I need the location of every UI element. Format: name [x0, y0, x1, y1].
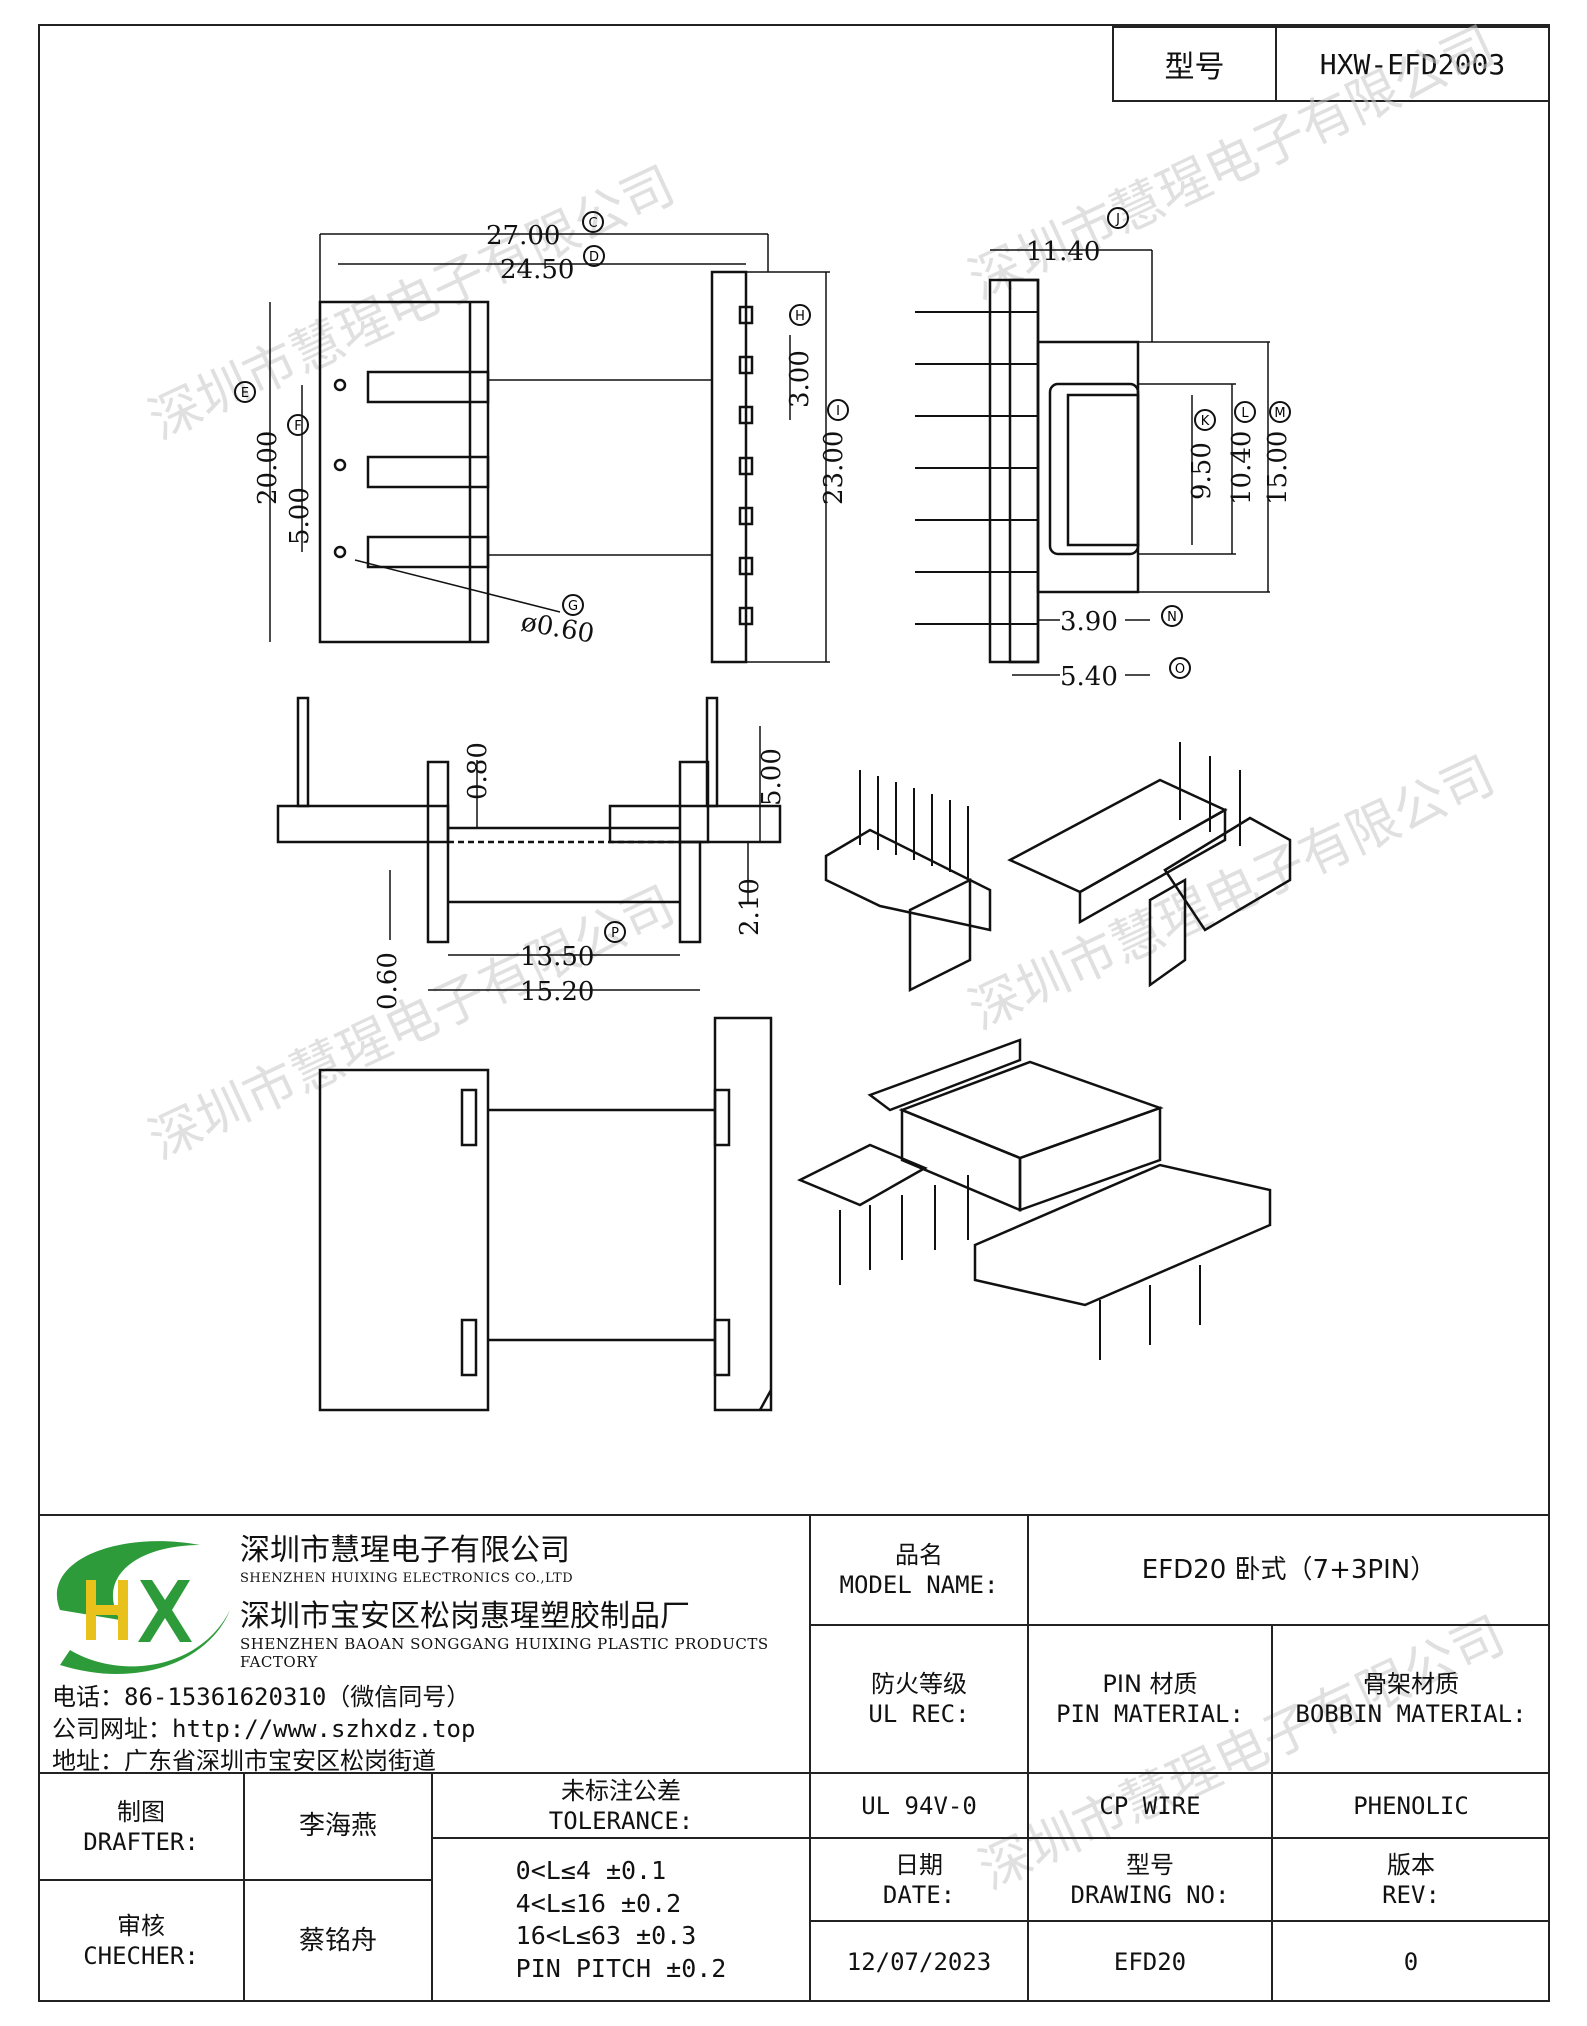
circle-mark: C — [588, 216, 597, 231]
circle-mark: O — [1175, 662, 1185, 677]
circle-mark: L — [1241, 406, 1249, 421]
factory-name-en: SHENZHEN BAOAN SONGGANG HUIXING PLASTIC … — [240, 1635, 769, 1671]
dim-20: 20.00 — [253, 431, 283, 505]
rev-value: 0 — [1403, 1947, 1419, 1976]
dim-5-front: 5.00 — [757, 748, 787, 806]
dim-5-4: 5.40 — [1060, 662, 1118, 692]
dim-11-4: 11.40 — [1026, 237, 1100, 267]
company-phone: 电话：86-15361620310（微信同号） — [52, 1683, 471, 1711]
bottom-view — [318, 1016, 773, 1412]
drafter-value: 李海燕 — [298, 1811, 377, 1842]
dim-2-1: 2.10 — [735, 878, 765, 936]
circle-mark: P — [611, 926, 619, 941]
circle-mark: N — [1167, 610, 1177, 625]
rev-label: 版本 REV: — [1382, 1850, 1440, 1909]
tolerance-line: 0<L≤4 ±0.1 — [515, 1856, 667, 1885]
drafter-label: 制图 DRAFTER: — [83, 1797, 199, 1856]
isometric-view-bottom — [796, 1038, 1272, 1360]
circle-mark: D — [589, 250, 599, 265]
dim-0-8: 0.80 — [463, 742, 493, 800]
company-name-cn: 深圳市慧瑆电子有限公司 — [240, 1533, 570, 1568]
dim-3-9: 3.90 — [1060, 607, 1118, 637]
ul-rec-label: 防火等级 UL REC: — [868, 1670, 970, 1728]
pin-material-label: PIN 材质 PIN MATERIAL: — [1056, 1670, 1244, 1728]
circle-mark: G — [568, 599, 578, 614]
ul-rec-value: UL 94V-0 — [861, 1791, 977, 1820]
dim-pin-dia: ø0.60 — [519, 607, 597, 649]
watermark-1: 深圳市慧瑆电子有限公司 — [140, 156, 684, 452]
dim-10-4: 10.40 — [1227, 431, 1257, 505]
circle-mark: E — [241, 386, 249, 401]
bobbin-material-value: PHENOLIC — [1353, 1791, 1469, 1820]
pin-material-value: CP WIRE — [1099, 1791, 1201, 1820]
circle-mark: H — [795, 309, 805, 324]
model-name-label: 品名 MODEL NAME: — [839, 1541, 999, 1599]
watermark-3: 深圳市慧瑆电子有限公司 — [140, 876, 684, 1172]
title-box: 型号 HXW-EFD2003 — [1112, 26, 1550, 102]
dim-24-5: 24.50 — [500, 255, 574, 285]
tolerance-label: 未标注公差 TOLERANCE: — [548, 1776, 694, 1835]
tolerance-line: PIN PITCH ±0.2 — [515, 1953, 727, 1983]
isometric-view-top — [824, 742, 1292, 993]
factory-name-cn: 深圳市宝安区松岗惠瑆塑胶制品厂 — [240, 1599, 690, 1634]
circle-mark: M — [1274, 406, 1285, 421]
tolerance-line: 16<L≤63 ±0.3 — [515, 1921, 697, 1950]
dim-3: 3.00 — [785, 350, 815, 408]
model-name-value: EFD20 卧式（7+3PIN） — [1141, 1554, 1437, 1585]
watermark-4: 深圳市慧瑆电子有限公司 — [960, 746, 1504, 1042]
dimension-labels: 27.00 24.50 20.00 5.00 ø0.60 3.00 23.00 … — [253, 221, 1293, 1010]
dim-27: 27.00 — [486, 221, 560, 251]
company-address: 地址：广东省深圳市宝安区松岗街道 — [52, 1747, 436, 1775]
tolerance-line: 4<L≤16 ±0.2 — [515, 1888, 682, 1918]
front-view — [276, 696, 782, 991]
watermark-2: 深圳市慧瑆电子有限公司 — [960, 16, 1504, 312]
company-logo — [56, 1541, 230, 1674]
drawing-no-label: 型号 DRAWING NO: — [1070, 1850, 1230, 1909]
dim-13-5: 13.50 — [520, 942, 594, 972]
top-view — [269, 233, 830, 664]
date-label: 日期 DATE: — [882, 1850, 956, 1909]
title-label: 型号 — [1114, 28, 1277, 100]
title-block-grid — [38, 1514, 1550, 2002]
company-info: 深圳市慧瑆电子有限公司 SHENZHEN HUIXING ELECTRONICS… — [40, 1515, 810, 1775]
drawing-sheet-border — [38, 24, 1550, 2002]
dim-5: 5.00 — [285, 487, 315, 545]
dim-23: 23.00 — [819, 431, 849, 505]
date-value: 12/07/2023 — [846, 1947, 992, 1976]
dim-0-6: 0.60 — [373, 952, 403, 1010]
tolerance-table: 0<L≤4 ±0.1 4<L≤16 ±0.2 16<L≤63 ±0.3 PIN … — [432, 1838, 810, 2002]
checker-label: 审核 CHECHER: — [83, 1912, 199, 1970]
title-part-number: HXW-EFD2003 — [1319, 47, 1506, 81]
company-website: 公司网址：http://www.szhxdz.top — [52, 1715, 476, 1743]
circle-marks: C D E F G H I J K L M N O P — [234, 207, 1291, 943]
dim-15: 15.00 — [1263, 431, 1293, 505]
company-name-en: SHENZHEN HUIXING ELECTRONICS CO.,LTD — [240, 1571, 574, 1586]
checker-value: 蔡铭舟 — [298, 1925, 377, 1956]
side-view — [915, 249, 1270, 676]
circle-mark: I — [836, 404, 840, 419]
bobbin-material-label: 骨架材质 BOBBIN MATERIAL: — [1295, 1670, 1527, 1728]
circle-mark: K — [1201, 414, 1210, 429]
dim-9-5: 9.50 — [1187, 442, 1217, 500]
circle-mark: J — [1115, 212, 1120, 227]
dim-15-2: 15.20 — [520, 977, 594, 1007]
circle-mark: F — [294, 419, 301, 434]
drawing-no-value: EFD20 — [1113, 1947, 1187, 1976]
